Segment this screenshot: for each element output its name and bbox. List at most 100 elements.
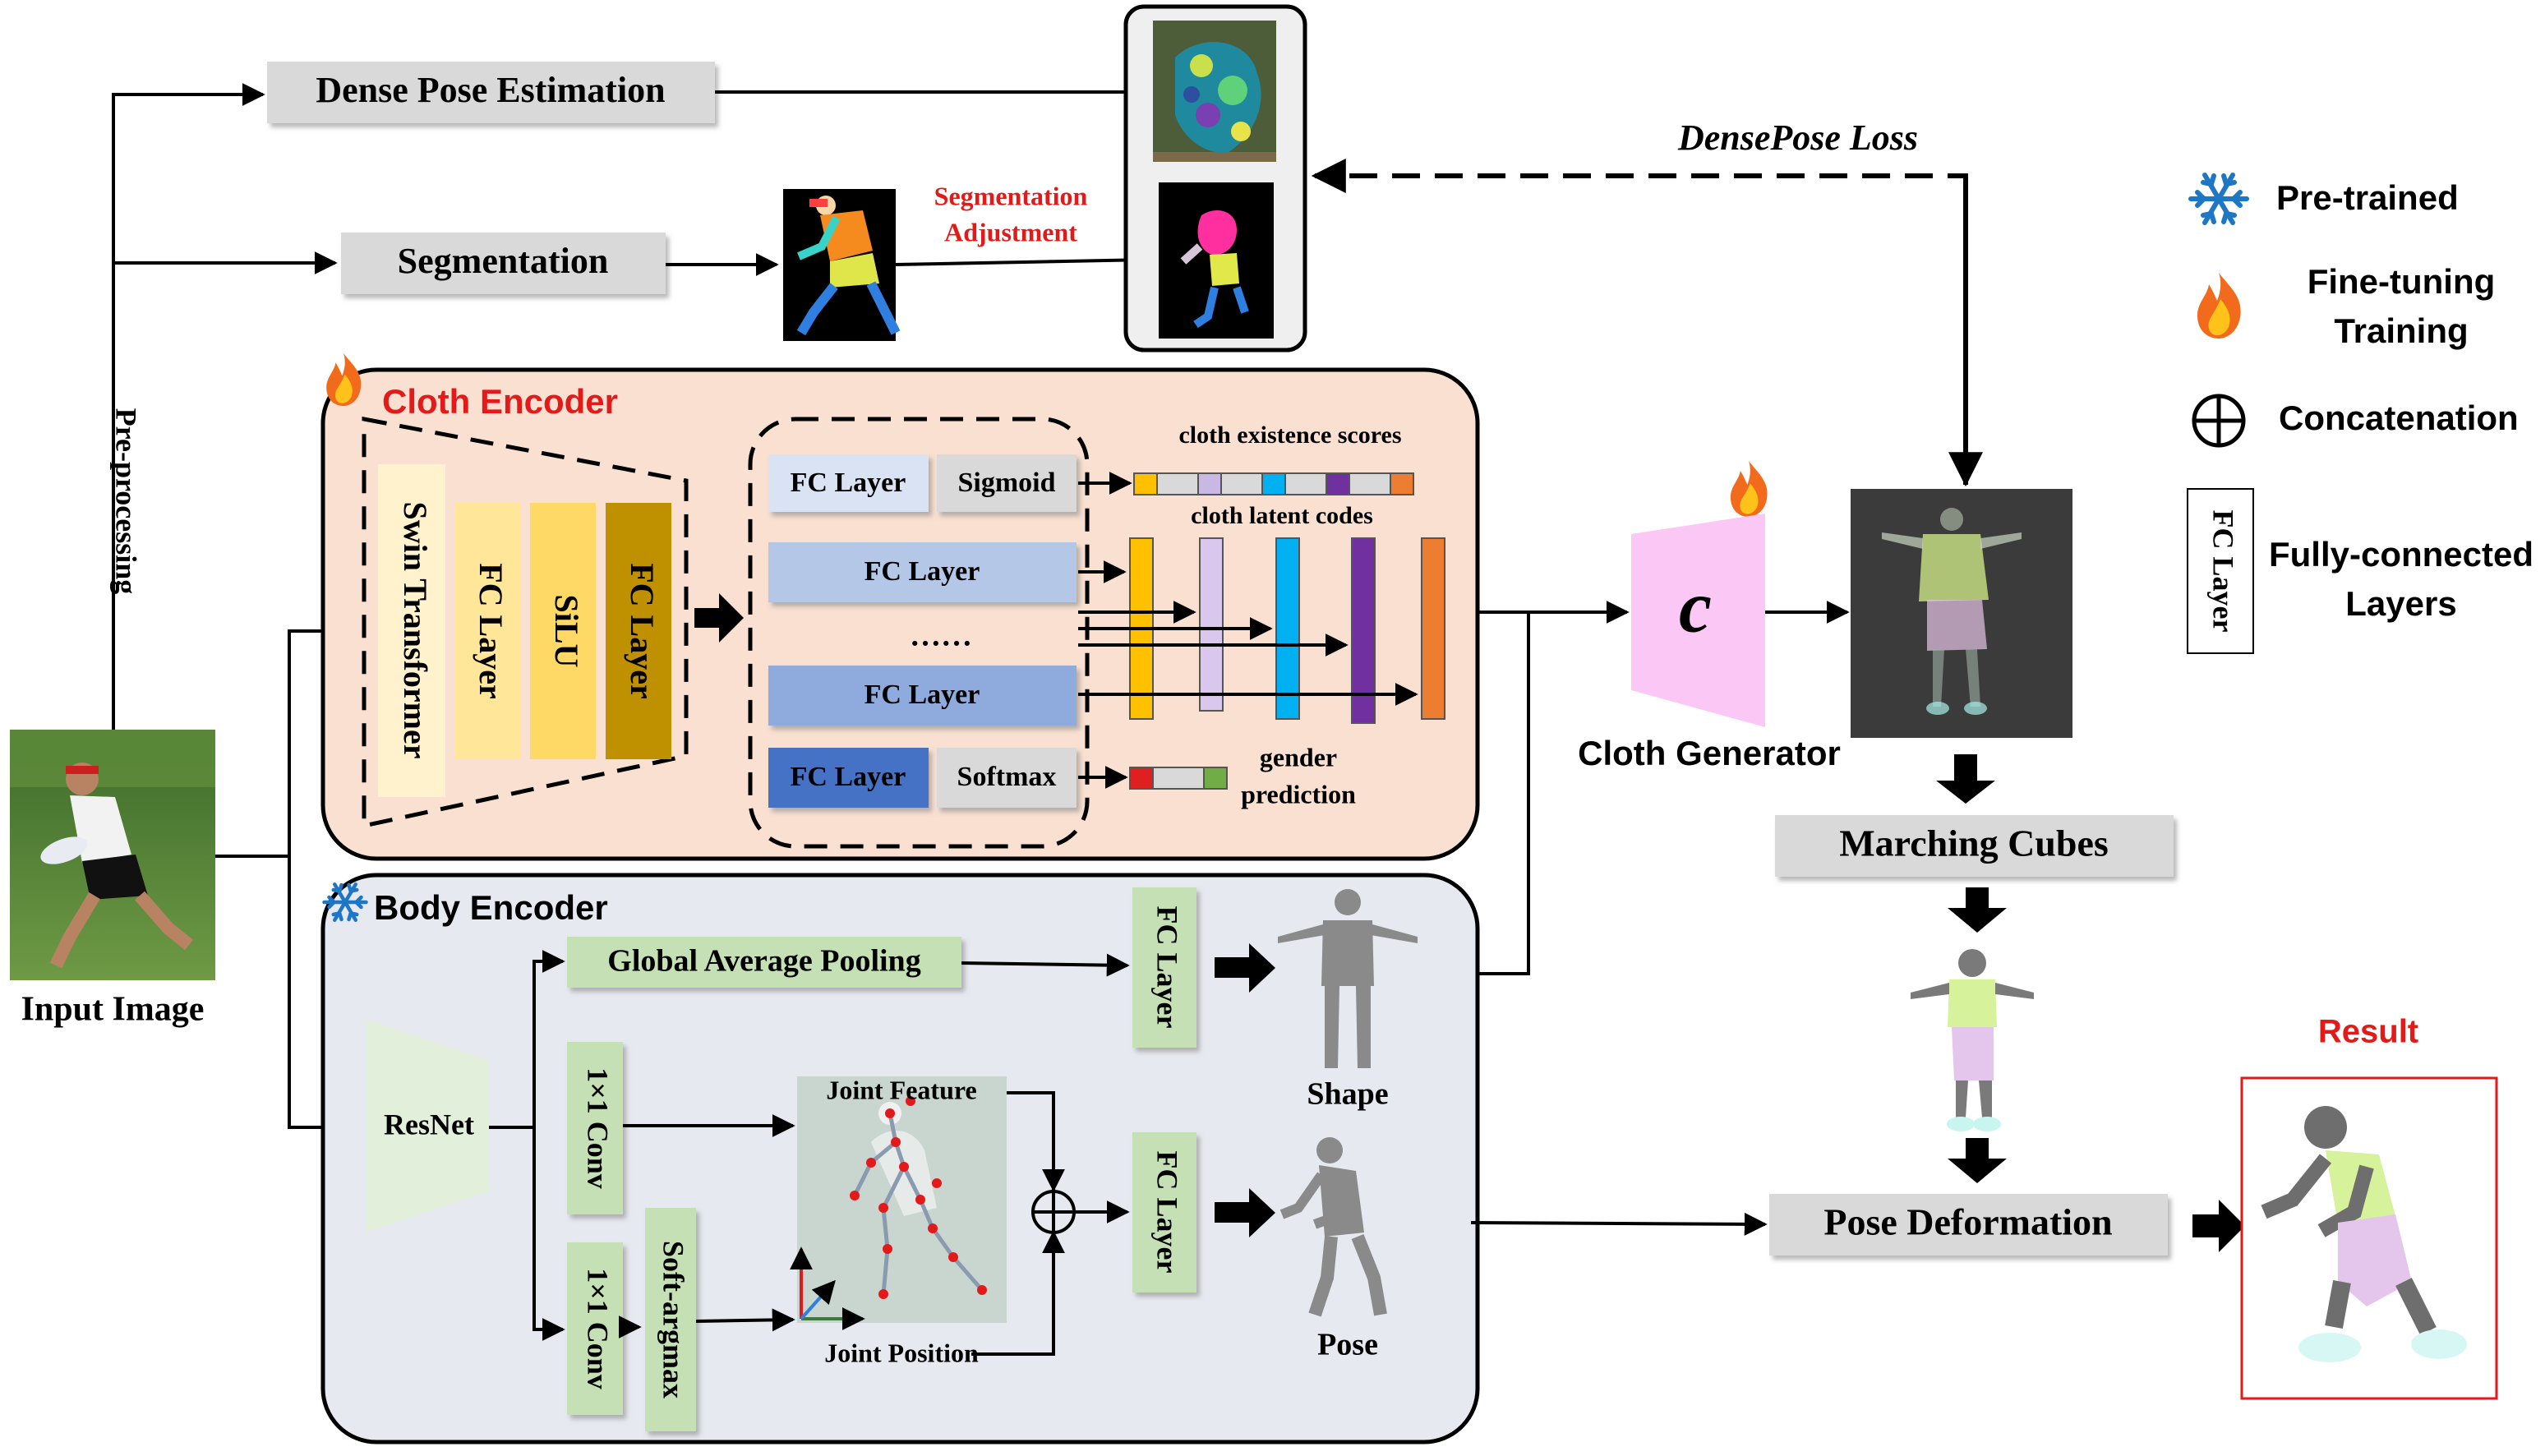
fc-layer-1-label: FC Layer bbox=[473, 563, 509, 699]
densepose-loss-label: DensePose Loss bbox=[1677, 117, 1918, 158]
swin-transformer-label: Swin Transformer bbox=[397, 502, 434, 759]
preprocessing-section: Pre-processing Dense Pose Estimation Seg… bbox=[110, 4, 1307, 740]
gender-prediction-vector bbox=[1129, 767, 1228, 790]
segmentation-mask-image bbox=[783, 189, 901, 341]
densepose-result-image bbox=[1153, 21, 1276, 162]
segmentation-label: Segmentation bbox=[398, 241, 609, 281]
sigmoid-label: Sigmoid bbox=[957, 468, 1055, 498]
result-group: Result bbox=[2240, 1014, 2498, 1400]
pose-deformation-box bbox=[1769, 1194, 2168, 1256]
cloth-generator-fire-icon bbox=[1730, 461, 1768, 517]
legend-fc-line2: Layers bbox=[2345, 584, 2456, 623]
joint-image bbox=[790, 1076, 1007, 1330]
pose-label: Pose bbox=[1317, 1328, 1378, 1362]
block-arrow-to-pose-deformation bbox=[1948, 1138, 2007, 1183]
fc-layer-2-label: FC Layer bbox=[624, 563, 661, 699]
gap-label: Global Average Pooling bbox=[607, 944, 920, 979]
segmentation-box bbox=[341, 233, 666, 294]
swin-transformer-block bbox=[378, 464, 445, 797]
densepose-loss-path: DensePose Loss bbox=[1311, 117, 1983, 487]
existence-scores-label: cloth existence scores bbox=[1178, 422, 1401, 449]
softmax-label: Softmax bbox=[957, 762, 1057, 792]
legend: Pre-trained Fine-tuning Training Concate… bbox=[2187, 175, 2533, 654]
global-average-pooling-box bbox=[567, 937, 961, 988]
generated-cloth-render bbox=[1851, 489, 2072, 738]
cloth-generator-shape bbox=[1631, 514, 1765, 727]
block-arrow-to-marching-cubes bbox=[1936, 754, 1995, 804]
input-image-group: Input Image bbox=[10, 620, 364, 1139]
fc-layer-pose-label: FC Layer bbox=[1151, 1151, 1184, 1274]
body-encoder-title: Body Encoder bbox=[374, 888, 608, 927]
gender-label-line2: prediction bbox=[1241, 779, 1356, 809]
resnet-trapezoid bbox=[366, 1019, 489, 1233]
frisbee bbox=[40, 836, 88, 864]
dense-pose-estimation-box bbox=[267, 62, 715, 123]
latent-codes-label: cloth latent codes bbox=[1191, 502, 1373, 529]
resnet-label: ResNet bbox=[384, 1108, 474, 1140]
fc-layer-latent-1-box bbox=[768, 542, 1077, 602]
fc-layer-shape-label: FC Layer bbox=[1151, 906, 1184, 1029]
segmentation-adjustment-line1: Segmentation bbox=[934, 181, 1088, 210]
legend-finetune-line2: Training bbox=[2334, 311, 2468, 350]
adjusted-segmentation-image bbox=[1159, 182, 1274, 339]
fc-layer-pose-box bbox=[1132, 1132, 1196, 1292]
soft-argmax-label: Soft-argmax bbox=[657, 1241, 690, 1398]
conv-1-label: 1×1 Conv bbox=[582, 1067, 615, 1189]
fc-layer-latent-n-box bbox=[768, 666, 1077, 726]
block-arrow-to-pose bbox=[1215, 1188, 1275, 1237]
soft-argmax-box bbox=[645, 1208, 696, 1431]
pose-mesh-figure bbox=[1279, 1137, 1387, 1317]
dense-pose-estimation-label: Dense Pose Estimation bbox=[316, 70, 665, 110]
gender-label-line1: gender bbox=[1260, 742, 1337, 772]
legend-fc-box bbox=[2187, 488, 2254, 654]
legend-finetune-line1: Fine-tuning bbox=[2308, 262, 2496, 301]
legend-fc-box-label: FC Layer bbox=[2207, 510, 2240, 633]
conv-1x1-box-2 bbox=[567, 1242, 623, 1415]
marching-cubes-label: Marching Cubes bbox=[1839, 822, 2109, 864]
legend-concatenation: Concatenation bbox=[2279, 399, 2519, 437]
fc-layer-softmax-box bbox=[768, 748, 929, 808]
fc-layer-block-1 bbox=[454, 503, 520, 759]
legend-fire-icon bbox=[2197, 273, 2241, 339]
fc-layer-sigmoid-box bbox=[768, 454, 929, 512]
clothed-mesh-figure bbox=[1911, 949, 2034, 1131]
pre-processing-label: Pre-processing bbox=[110, 408, 143, 595]
input-image-label: Input Image bbox=[21, 991, 205, 1029]
legend-fc-line1: Fully-connected bbox=[2269, 535, 2533, 574]
shape-mesh-figure bbox=[1278, 889, 1418, 1068]
ellipsis-label: …… bbox=[910, 619, 972, 653]
result-label: Result bbox=[2318, 1014, 2418, 1050]
joint-position-label: Joint Position bbox=[824, 1338, 979, 1367]
conv-1x1-box-1 bbox=[567, 1042, 623, 1214]
shape-label: Shape bbox=[1307, 1077, 1388, 1112]
block-arrow-to-shape bbox=[1215, 943, 1275, 993]
fc-layer-softmax-label: FC Layer bbox=[791, 762, 906, 792]
cloth-encoder: Cloth Encoder Swin Transformer FC Layer … bbox=[320, 353, 1480, 861]
cloth-generator-label: Cloth Generator bbox=[1578, 734, 1841, 772]
body-encoder: Body Encoder ResNet Global Average Pooli… bbox=[320, 873, 1768, 1444]
segmentation-adjustment-line2: Adjustment bbox=[944, 217, 1077, 247]
pose-deformation-label: Pose Deformation bbox=[1823, 1201, 2112, 1243]
sigmoid-box bbox=[937, 454, 1077, 512]
fc-layer-latent-1-label: FC Layer bbox=[864, 556, 980, 587]
legend-snow-icon bbox=[2191, 175, 2247, 223]
joint-feature-label: Joint Feature bbox=[826, 1075, 976, 1104]
concatenation-symbol bbox=[1031, 1190, 1076, 1234]
fc-layer-block-2 bbox=[606, 503, 671, 759]
conv-2-label: 1×1 Conv bbox=[582, 1268, 615, 1389]
legend-pretrained: Pre-trained bbox=[2276, 178, 2459, 217]
arrow-pose-to-deformation bbox=[1470, 1212, 1768, 1236]
cloth-generator-symbol: c bbox=[1679, 567, 1712, 648]
block-arrow-to-result bbox=[2192, 1200, 2245, 1252]
marching-cubes-box bbox=[1775, 815, 2174, 877]
fc-layer-sigmoid-label: FC Layer bbox=[791, 468, 906, 498]
fc-layer-shape-box bbox=[1132, 887, 1196, 1048]
block-arrow-to-mesh bbox=[1948, 887, 2007, 933]
arrow-adjustment bbox=[895, 248, 1151, 272]
legend-concatenation-icon bbox=[2192, 394, 2246, 448]
cloth-encoder-title: Cloth Encoder bbox=[382, 382, 618, 421]
existence-scores-vector bbox=[1133, 472, 1414, 495]
block-arrow-to-heads bbox=[694, 593, 744, 643]
heads-dashed-group bbox=[748, 417, 1090, 849]
